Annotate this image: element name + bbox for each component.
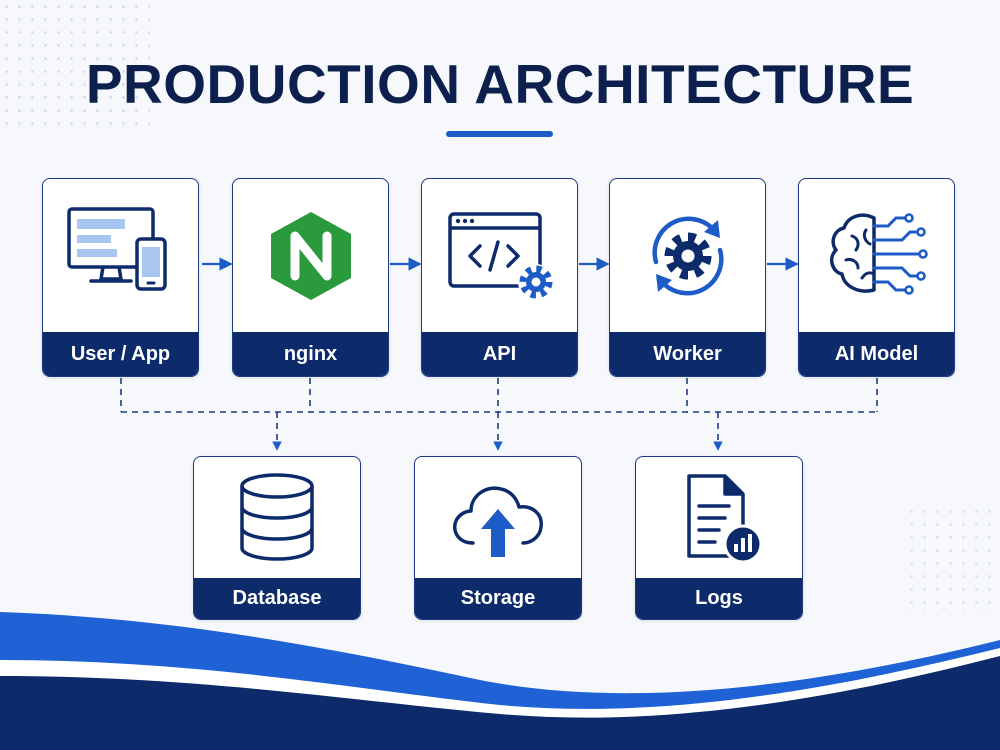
decorative-dots — [905, 505, 1000, 615]
desktop-mobile-icon — [66, 206, 167, 291]
cloud-upload-icon — [452, 485, 543, 557]
card-label: Database — [194, 578, 360, 619]
card-worker: Worker — [609, 178, 766, 377]
database-icon — [240, 472, 314, 561]
card-label: Worker — [610, 332, 765, 376]
gear-refresh-icon — [651, 216, 724, 295]
card-label: User / App — [43, 332, 198, 376]
title-underline — [446, 131, 553, 137]
card-label: Storage — [415, 578, 581, 619]
card-ai-model: AI Model — [798, 178, 955, 377]
card-user-app: User / App — [42, 178, 199, 377]
code-window-gear-icon — [447, 211, 554, 300]
card-nginx: nginx — [232, 178, 389, 377]
card-label: Logs — [636, 578, 802, 619]
service-bus-lines — [120, 378, 878, 451]
card-api: API — [421, 178, 578, 377]
card-database: Database — [193, 456, 361, 620]
brain-circuit-icon — [829, 212, 928, 295]
card-storage: Storage — [414, 456, 582, 620]
decorative-dots — [0, 0, 150, 130]
document-chart-icon — [687, 473, 763, 563]
card-logs: Logs — [635, 456, 803, 620]
page-title: PRODUCTION ARCHITECTURE — [85, 53, 915, 115]
nginx-logo-icon — [270, 211, 351, 300]
card-label: AI Model — [799, 332, 954, 376]
card-label: nginx — [233, 332, 388, 376]
card-label: API — [422, 332, 577, 376]
